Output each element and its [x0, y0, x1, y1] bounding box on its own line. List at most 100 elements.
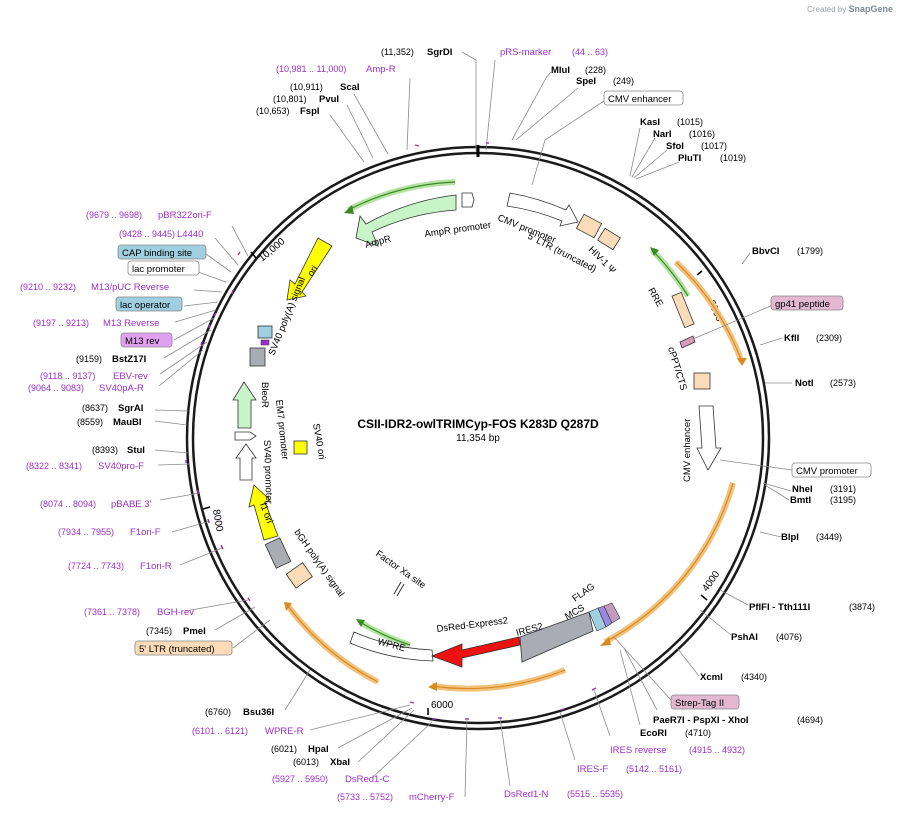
pos-fspi: (10,653): [256, 106, 290, 116]
label-bleor: BleoR: [259, 382, 270, 408]
primer-mcherry-f: mCherry-F: [409, 792, 455, 803]
pos-nhei: (3191): [830, 484, 856, 494]
primer-mcherry-f-pos: (5733 .. 5752): [337, 792, 393, 802]
enzyme-xcmi: XcmI: [700, 672, 723, 683]
primer-bgh-rev-pos: (7361 .. 7378): [84, 607, 140, 617]
feature-ampr: [355, 194, 457, 247]
enzyme-mlui: MluI: [551, 65, 570, 76]
label-sv40-ori: SV40 ori: [310, 423, 327, 461]
primer-l4440-pos: (9428 .. 9445): [119, 229, 175, 239]
pos-kfli: (2309): [816, 333, 842, 343]
feature-5ltr: [575, 213, 603, 239]
enzyme-pluti: PluTI: [678, 153, 701, 164]
ltr-arc-right: [673, 259, 745, 364]
enzyme-paer7i-group: PaeR7I - PspXI - XhoI: [653, 715, 749, 726]
pos-stui: (8393): [92, 445, 118, 455]
label-factor-xa: Factor Xa site: [373, 548, 427, 591]
label-sv40-polya: SV40 poly(A) signal: [267, 276, 308, 357]
primer-dsred1-c-pos: (5927 .. 5950): [272, 774, 328, 784]
primer-pbr322ori-f: pBR322ori-F: [158, 210, 212, 221]
primer-ires-reverse: IRES reverse: [610, 745, 667, 756]
feature-ltr-lower: [285, 562, 313, 589]
pos-nari: (1016): [689, 129, 715, 139]
primer-ires-f-pos: (5142 .. 5161): [626, 764, 682, 774]
primer-m13puc: M13/pUC Reverse: [91, 282, 169, 293]
enzyme-fspi: FspI: [300, 106, 320, 117]
pos-maubi: (8559): [77, 417, 103, 427]
feature-gp41: [679, 335, 696, 349]
feature-hiv1-psi: [597, 227, 621, 251]
feature-cmv-promoter: [506, 192, 579, 227]
box-m13-rev: M13 rev: [125, 336, 160, 347]
label-em7: EM7 promoter: [273, 399, 290, 460]
label-sv40-promoter: SV40 promoter: [261, 440, 274, 504]
enzyme-pshai: PshAI: [731, 632, 758, 643]
pos-blpi: (3449): [816, 532, 842, 542]
pos-sgrdi: (11,352): [381, 47, 414, 57]
enzyme-hpai: HpaI: [308, 744, 329, 755]
box-strep-tag-ii: Strep-Tag II: [675, 698, 724, 709]
enzyme-bmti: BmtI: [790, 495, 811, 506]
enzyme-kasi: KasI: [640, 117, 660, 128]
primer-pbabe3: pBABE 3': [111, 499, 152, 510]
feature-ampr-promoter: [461, 192, 475, 208]
feature-em7: [234, 431, 257, 441]
box-gp41-peptide: gp41 peptide: [775, 299, 830, 310]
enzyme-noti: NotI: [795, 378, 813, 389]
ltr-arc-lower-right: [603, 482, 736, 645]
feature-ires2: [519, 611, 594, 663]
enzyme-pvui: PvuI: [319, 94, 339, 105]
primer-amp-r: Amp-R: [366, 64, 396, 75]
feature-rre: [671, 291, 695, 329]
primer-f1ori-f: F1ori-F: [130, 527, 161, 538]
primer-ires-reverse-pos: (4915 .. 4932): [689, 745, 745, 755]
enzyme-nari: NarI: [653, 129, 671, 140]
feature-cmv-enhancer: [696, 405, 722, 471]
box-5ltr-truncated: 5' LTR (truncated): [139, 644, 215, 655]
enzyme-bbvci: BbvCI: [752, 246, 779, 257]
enzyme-pflfi-group: PflFI - Tth111I: [749, 602, 810, 613]
primer-sv40pro-f: SV40pro-F: [98, 461, 144, 472]
enzyme-kfli: KflI: [784, 333, 799, 344]
enzyme-nhei: NheI: [792, 484, 813, 495]
primer-m13-reverse: M13 Reverse: [103, 318, 160, 329]
pos-pflfi-group: (3874): [849, 602, 875, 612]
primer-f1ori-r: F1ori-R: [140, 561, 172, 572]
primer-m13-reverse-pos: (9197 .. 9213): [33, 318, 89, 328]
pos-noti: (2573): [830, 378, 856, 388]
enzyme-sgrdi: SgrDI: [427, 47, 452, 58]
primer-ebv-rev: EBV-rev: [113, 371, 148, 382]
pos-pmei: (7345): [146, 626, 172, 636]
box-cap-binding-site: CAP binding site: [122, 248, 192, 259]
pos-sfoi: (1017): [701, 141, 727, 151]
primer-prs-marker: pRS-marker: [500, 47, 551, 58]
feature-cppt: [693, 372, 711, 390]
box-cmv-promoter: CMV promoter: [796, 466, 858, 477]
primer-amp-r-pos: (10,981 .. 11,000): [276, 64, 346, 74]
connector-lines: [154, 51, 793, 798]
pos-bsu36i: (6760): [205, 707, 231, 717]
primer-m13puc-pos: (9210 .. 9232): [20, 282, 76, 292]
pos-mlui: (228): [585, 65, 606, 75]
enzyme-pmei: PmeI: [183, 626, 206, 637]
box-lac-promoter: lac promoter: [132, 264, 185, 275]
enzyme-ecori: EcoRI: [640, 728, 667, 739]
box-lac-operator: lac operator: [120, 300, 170, 311]
enzyme-maubi: MauBI: [113, 417, 142, 428]
label-cppt: cPPT/CTS: [665, 346, 689, 392]
pos-xcmi: (4340): [741, 672, 767, 682]
snapgene-logo: SnapGene: [848, 4, 893, 14]
enzyme-sfoi: SfoI: [666, 141, 684, 152]
plasmid-name: CSII-IDR2-owlTRIMCyp-FOS K283D Q287D: [357, 417, 599, 431]
plasmid-size: 11,354 bp: [456, 433, 500, 444]
feature-sv40-polya: [249, 347, 266, 367]
feature-f1-ori: [248, 484, 279, 541]
primer-f1ori-r-pos: (7724 .. 7743): [68, 561, 124, 571]
snapgene-credit: Created by SnapGene: [807, 4, 893, 14]
primer-ires-f: IRES-F: [577, 764, 608, 775]
pos-xbai: (6013): [293, 757, 319, 767]
primer-bgh-rev: BGH-rev: [157, 607, 194, 618]
pos-pvui: (10,801): [273, 94, 307, 104]
pos-kasi: (1015): [677, 117, 703, 127]
